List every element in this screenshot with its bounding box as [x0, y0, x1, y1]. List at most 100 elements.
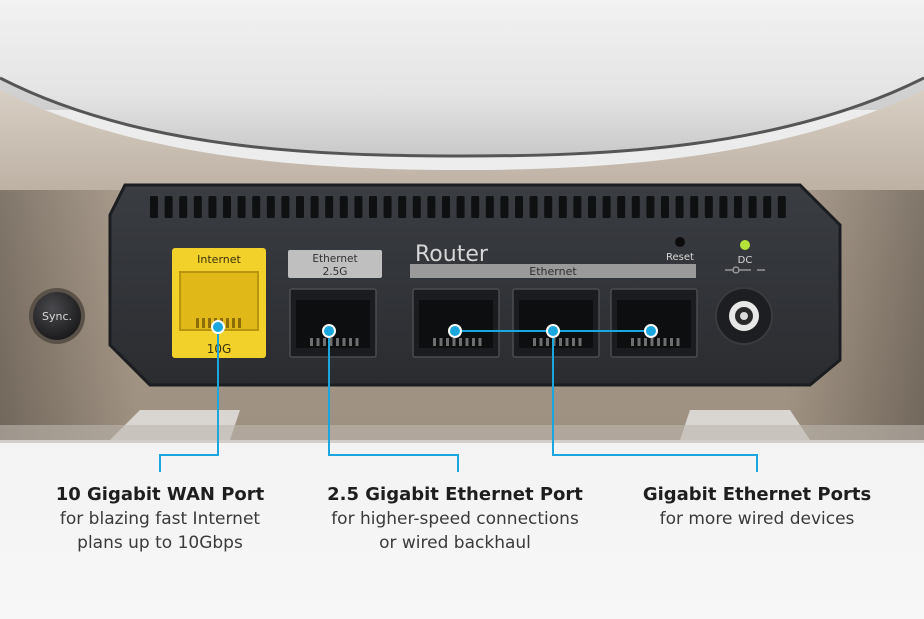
reset-label: Reset: [666, 252, 694, 263]
port-pin: [329, 338, 333, 346]
port-socket: [519, 300, 593, 348]
port-pin: [202, 318, 205, 328]
port-pin: [670, 338, 673, 346]
port-pin: [650, 338, 654, 346]
port-pin: [578, 338, 582, 346]
vent-slot: [369, 196, 377, 218]
ethernet-port-3[interactable]: [610, 288, 698, 358]
callout-lines: [159, 327, 758, 472]
dc-label: DC: [738, 255, 753, 266]
router-top-shell: [0, 0, 924, 156]
callout-dot: [448, 324, 462, 338]
port-pin: [316, 338, 320, 346]
vent-slot: [252, 196, 261, 218]
dc-jack-pin: [740, 312, 748, 320]
port-pin: [472, 338, 475, 346]
port-pin: [238, 318, 241, 328]
ethernet-port-2[interactable]: [512, 288, 600, 358]
callout-dot: [211, 320, 225, 334]
vent-slot: [179, 196, 188, 218]
port-pin: [323, 338, 326, 346]
vent-slot: [690, 196, 699, 218]
vent-slot: [777, 196, 786, 218]
vent-slot: [558, 196, 567, 218]
port-pin: [232, 318, 235, 328]
port-pin: [631, 338, 634, 346]
port-pin: [208, 318, 211, 328]
port-pin: [433, 338, 436, 346]
vent-slot: [515, 196, 523, 218]
vent-slot: [398, 196, 407, 218]
eth25-port-desc-line1: for higher-speed connections: [331, 509, 579, 529]
vent-slot: [646, 196, 655, 218]
vent-slot: [675, 196, 684, 218]
port-pin: [465, 338, 469, 346]
port-pin: [349, 338, 352, 346]
vent-slot: [325, 196, 334, 218]
port-socket: [617, 300, 691, 348]
vent-slot: [500, 196, 509, 218]
dc-polarity-ring-icon: [732, 266, 740, 274]
port-pin: [446, 338, 449, 346]
vent-slot: [734, 196, 742, 218]
vent-slot: [471, 196, 480, 218]
wan-callout-line: [159, 327, 219, 472]
sync-label: Sync.: [42, 310, 72, 323]
eth25-callout-line: [328, 331, 459, 472]
port-pin: [439, 338, 443, 346]
gigabit-ports-caption: Gigabit Ethernet Ports for more wired de…: [612, 483, 902, 531]
port-pin: [546, 338, 549, 346]
vent-slot: [339, 196, 348, 218]
status-led: [740, 240, 750, 250]
wan-port-desc-line1: for blazing fast Internet: [59, 509, 261, 529]
eth25-label-line1: Ethernet: [312, 253, 357, 265]
port-socket: [296, 300, 370, 348]
eth25-port[interactable]: [289, 288, 377, 358]
sync-button[interactable]: [33, 292, 81, 340]
gigabit-ports-title: Gigabit Ethernet Ports: [642, 484, 872, 505]
router-label: Router: [415, 242, 489, 267]
vent-slot: [310, 196, 319, 218]
wan-port-title: 10 Gigabit WAN Port: [55, 484, 265, 505]
vent-slot: [544, 196, 553, 218]
port-pin: [533, 338, 536, 346]
vent-slot: [208, 196, 217, 218]
port-socket: [419, 300, 493, 348]
port-pin: [459, 338, 462, 346]
vent-slot: [631, 196, 640, 218]
port-pin: [342, 338, 346, 346]
vent-slot: [223, 196, 231, 218]
port-pin: [663, 338, 667, 346]
vent-slot: [383, 196, 392, 218]
ethernet-ports: [289, 288, 698, 358]
vent-slot: [412, 196, 421, 218]
ethernet-port-1[interactable]: [412, 288, 500, 358]
callout-dot: [322, 324, 336, 338]
vent-slot: [266, 196, 275, 218]
vent-slot: [237, 196, 246, 218]
vent-slot: [748, 196, 757, 218]
reset-hole[interactable]: [675, 237, 685, 247]
gigabit-ports-desc-line1: for more wired devices: [659, 509, 855, 529]
vent-slot: [281, 196, 290, 218]
ethernet-bar: [410, 264, 696, 278]
eth25-port-desc-line2: or wired backhaul: [379, 533, 531, 553]
internet-port-label: Internet: [197, 253, 241, 266]
vent-slot: [602, 196, 611, 218]
port-pin: [196, 318, 199, 328]
vent-slot: [150, 196, 158, 218]
vent-slot: [354, 196, 363, 218]
vent-slot: [719, 196, 728, 218]
vent-slot: [617, 196, 626, 218]
ethernet-bar-label: Ethernet: [529, 265, 577, 278]
vent-slot: [573, 196, 582, 218]
port-pin: [559, 338, 562, 346]
port-pin: [478, 338, 482, 346]
port-pin: [539, 338, 543, 346]
port-pin: [452, 338, 456, 346]
port-pin: [336, 338, 339, 346]
callout-dot: [644, 324, 658, 338]
port-pin: [637, 338, 641, 346]
